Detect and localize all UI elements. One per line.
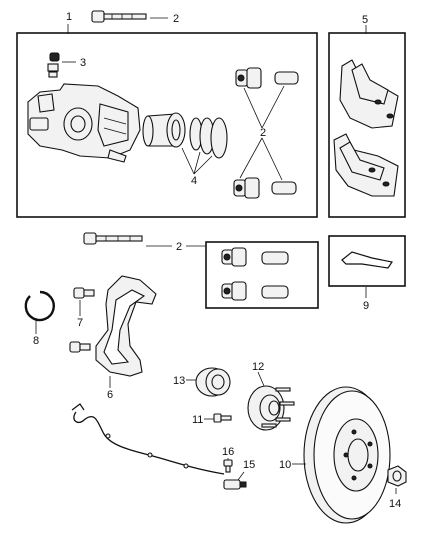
guide-pin-kit [221, 247, 289, 301]
caliper-adapter [95, 275, 157, 377]
callout-16: 16 [222, 446, 234, 458]
guide-pin-kit-box [205, 241, 319, 309]
callout-13: 13 [173, 375, 185, 387]
pad-clip-box [328, 235, 406, 287]
callout-1: 1 [66, 11, 72, 23]
piston-seals [189, 117, 228, 159]
pad-clip [341, 251, 393, 269]
brake-rotor [303, 386, 391, 524]
caliper-housing [27, 83, 141, 163]
callout-2-middle: 2 [176, 241, 182, 253]
wheel-bearing [195, 367, 231, 397]
callout-11: 11 [192, 414, 203, 426]
bleeder-screw [47, 52, 60, 78]
callout-5: 5 [362, 14, 368, 26]
guide-pin-upper [235, 67, 299, 89]
callout-14: 14 [389, 498, 401, 510]
wheel-speed-sensor-harness [71, 403, 247, 490]
callout-12: 12 [252, 361, 264, 373]
caliper-bolt-top [91, 10, 147, 23]
callout-15: 15 [243, 459, 255, 471]
callout-7: 7 [77, 317, 83, 329]
callout-8: 8 [33, 335, 39, 347]
brake-pad-upper [339, 59, 399, 129]
callout-6: 6 [107, 389, 113, 401]
sensor-bolt [223, 459, 233, 473]
snap-ring [24, 290, 55, 322]
guide-pin-lower [233, 177, 297, 199]
hub-assembly [247, 385, 295, 431]
hub-bolt [213, 413, 232, 423]
callout-4: 4 [191, 175, 197, 187]
caliper-assembly-box [16, 32, 318, 218]
callout-2-caliper: 2 [260, 127, 266, 139]
callout-9: 9 [363, 300, 369, 312]
lug-nut [387, 465, 407, 487]
anchor-bolt-upper [73, 287, 95, 299]
brake-pad-lower [333, 133, 399, 197]
anchor-bolt-lower [69, 341, 91, 353]
leader-lines [35, 17, 397, 494]
caliper-piston [142, 112, 186, 148]
callout-10: 10 [279, 459, 291, 471]
callout-3: 3 [80, 57, 86, 69]
caliper-bolt-middle [83, 232, 143, 245]
callout-2-top: 2 [173, 13, 179, 25]
brake-pad-box [328, 32, 406, 218]
